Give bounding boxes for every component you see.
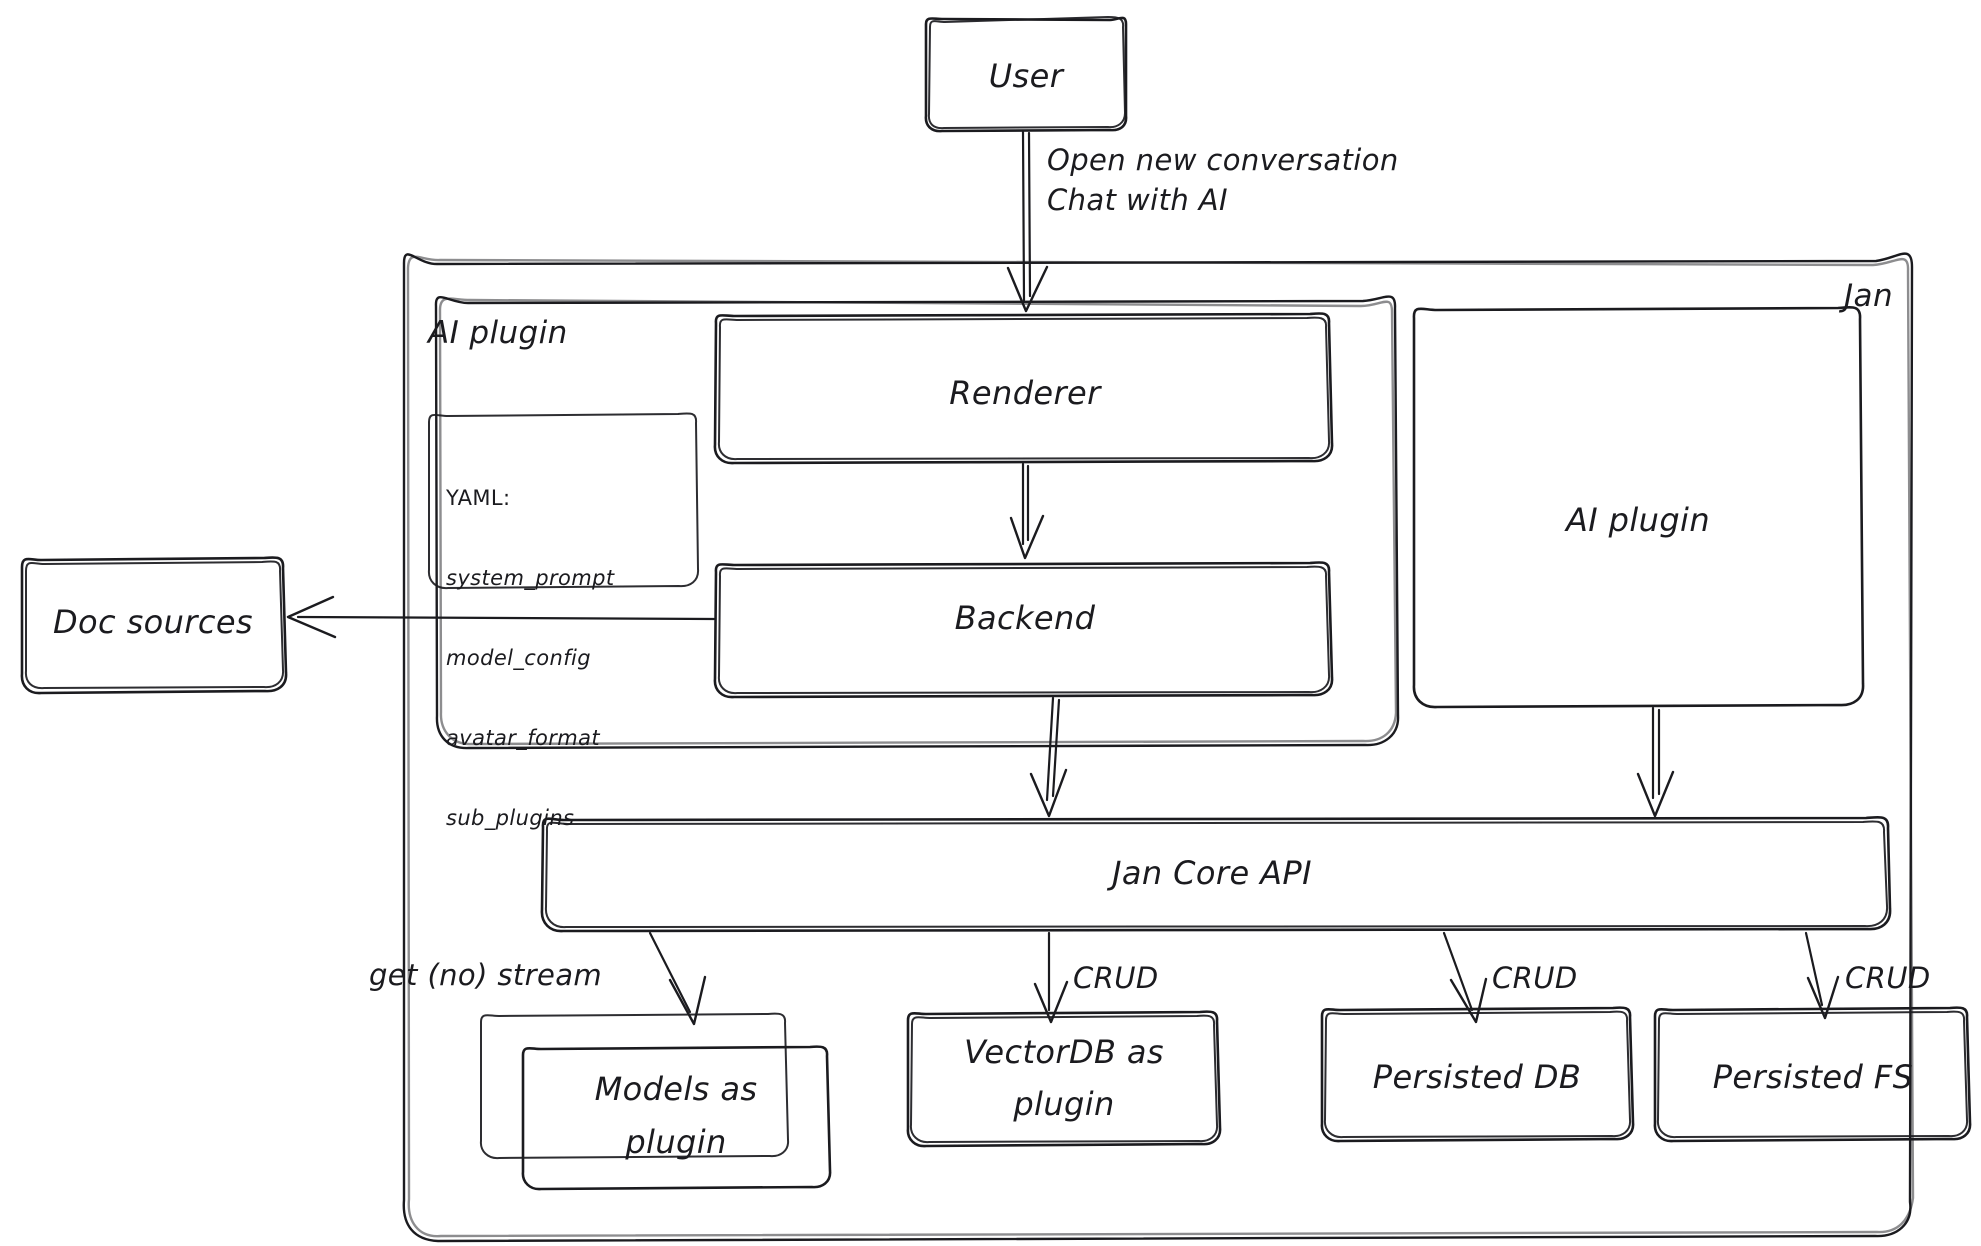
edge-core-to-persisted-fs [1804,931,1840,1020]
edge-core-to-vectordb [1033,931,1069,1024]
edge-label-user-to-renderer-line1: Open new conversation [1047,142,1399,177]
edge-core-to-models [648,931,707,1026]
yaml-note-item-2: avatar_format [446,726,601,751]
node-persisted-db[interactable] [1320,1006,1635,1143]
node-label-doc-sources: Doc sources [52,603,254,641]
node-vectordb-as-plugin[interactable] [906,1010,1222,1148]
node-jan-core-api[interactable] [540,815,1892,933]
node-label-backend: Backend [954,599,1096,637]
node-label-models-as-plugin-line1: Models as [594,1070,758,1108]
node-backend[interactable] [713,561,1334,699]
node-user[interactable] [924,16,1128,133]
container-label-jan: Jan [1844,278,1893,314]
node-doc-sources[interactable] [20,556,288,695]
node-yaml-note[interactable] [427,412,700,590]
yaml-note-item-1: model_config [446,646,591,671]
node-label-renderer: Renderer [949,374,1101,412]
node-label-vectordb-as-plugin-line1: VectorDB as [963,1033,1165,1071]
edge-label-get-no-stream: get (no) stream [369,957,603,992]
node-models-as-plugin[interactable] [479,1012,832,1191]
node-label-ai-plugin: AI plugin [1565,501,1711,539]
edge-core-to-persisted-db [1442,931,1488,1024]
node-renderer[interactable] [713,312,1334,465]
edge-ai-plugin-to-core [1636,706,1675,818]
container-jan[interactable] [402,252,1915,1243]
node-ai-plugin[interactable] [1412,306,1865,709]
yaml-note-item-0: system_prompt [446,566,615,591]
container-label-ai-plugin-group: AI plugin [428,315,568,351]
edge-label-crud-vectordb: CRUD [1073,960,1159,995]
edge-label-user-to-renderer-line2: Chat with AI [1047,182,1228,217]
node-persisted-fs[interactable] [1653,1006,1972,1143]
node-label-models-as-plugin-line2: plugin [625,1123,727,1161]
node-label-persisted-fs: Persisted FS [1712,1058,1914,1096]
node-label-user: User [988,57,1064,95]
node-label-persisted-db: Persisted DB [1372,1058,1582,1096]
edge-renderer-to-backend [1009,462,1045,560]
edge-backend-to-doc-sources [286,595,716,639]
container-ai-plugin-group[interactable] [434,295,1400,750]
yaml-note: YAML: system_prompt model_config avatar_… [446,432,614,885]
edge-backend-to-core [1029,696,1068,818]
yaml-note-header: YAML: [446,486,511,511]
edge-label-crud-persisted-db: CRUD [1492,960,1578,995]
edge-user-to-renderer [1006,130,1049,313]
node-label-vectordb-as-plugin-line2: plugin [1013,1085,1115,1123]
yaml-note-item-3: sub_plugins [446,806,575,831]
edge-label-crud-persisted-fs: CRUD [1845,960,1931,995]
node-label-jan-core-api: Jan Core API [1112,854,1312,892]
